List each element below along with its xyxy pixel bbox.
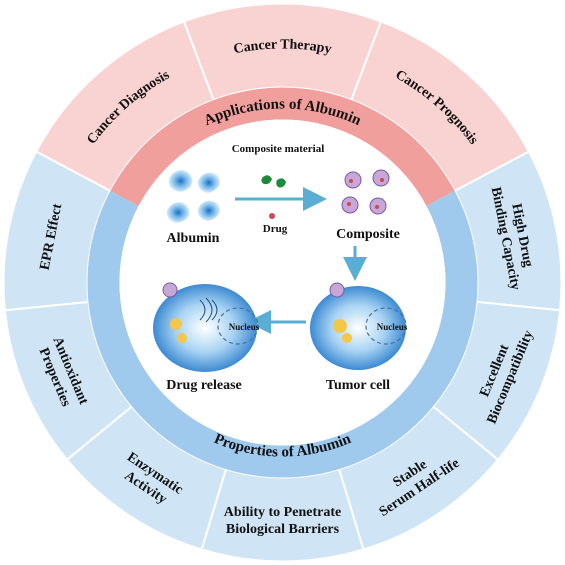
drug-release-nucleus-label: Nucleus <box>229 322 260 332</box>
albumin-molecule <box>166 202 190 223</box>
composite-label: Composite <box>336 227 400 242</box>
tumor-cell-label: Tumor cell <box>326 378 390 393</box>
albumin-molecule <box>197 172 220 193</box>
application-label: Cancer Therapy <box>232 38 332 58</box>
composite-cluster <box>341 169 390 215</box>
properties-band <box>87 190 478 478</box>
inner-disk <box>119 119 446 446</box>
applications-band <box>110 87 455 206</box>
svg-text:Ability to Penetrate: Ability to Penetrate <box>224 505 341 520</box>
drug-release-cell <box>153 282 259 372</box>
albumin-molecule <box>168 170 193 192</box>
tumor-cell <box>310 282 407 370</box>
albumin-label: Albumin <box>167 231 220 246</box>
composite-material-drug <box>261 175 286 188</box>
albumin-cluster <box>166 170 220 223</box>
tumor-nucleus-label: Nucleus <box>377 322 408 332</box>
center-illustration: Composite material Albumin Drug <box>153 143 408 393</box>
albumin-molecule <box>197 200 220 221</box>
band-ring <box>87 87 478 478</box>
drug-label: Drug <box>263 223 288 235</box>
drug-release-label: Drug release <box>166 378 242 393</box>
drug-dot <box>269 213 275 219</box>
svg-text:Biological Barriers: Biological Barriers <box>226 522 340 537</box>
composite-material-label: Composite material <box>232 143 325 155</box>
